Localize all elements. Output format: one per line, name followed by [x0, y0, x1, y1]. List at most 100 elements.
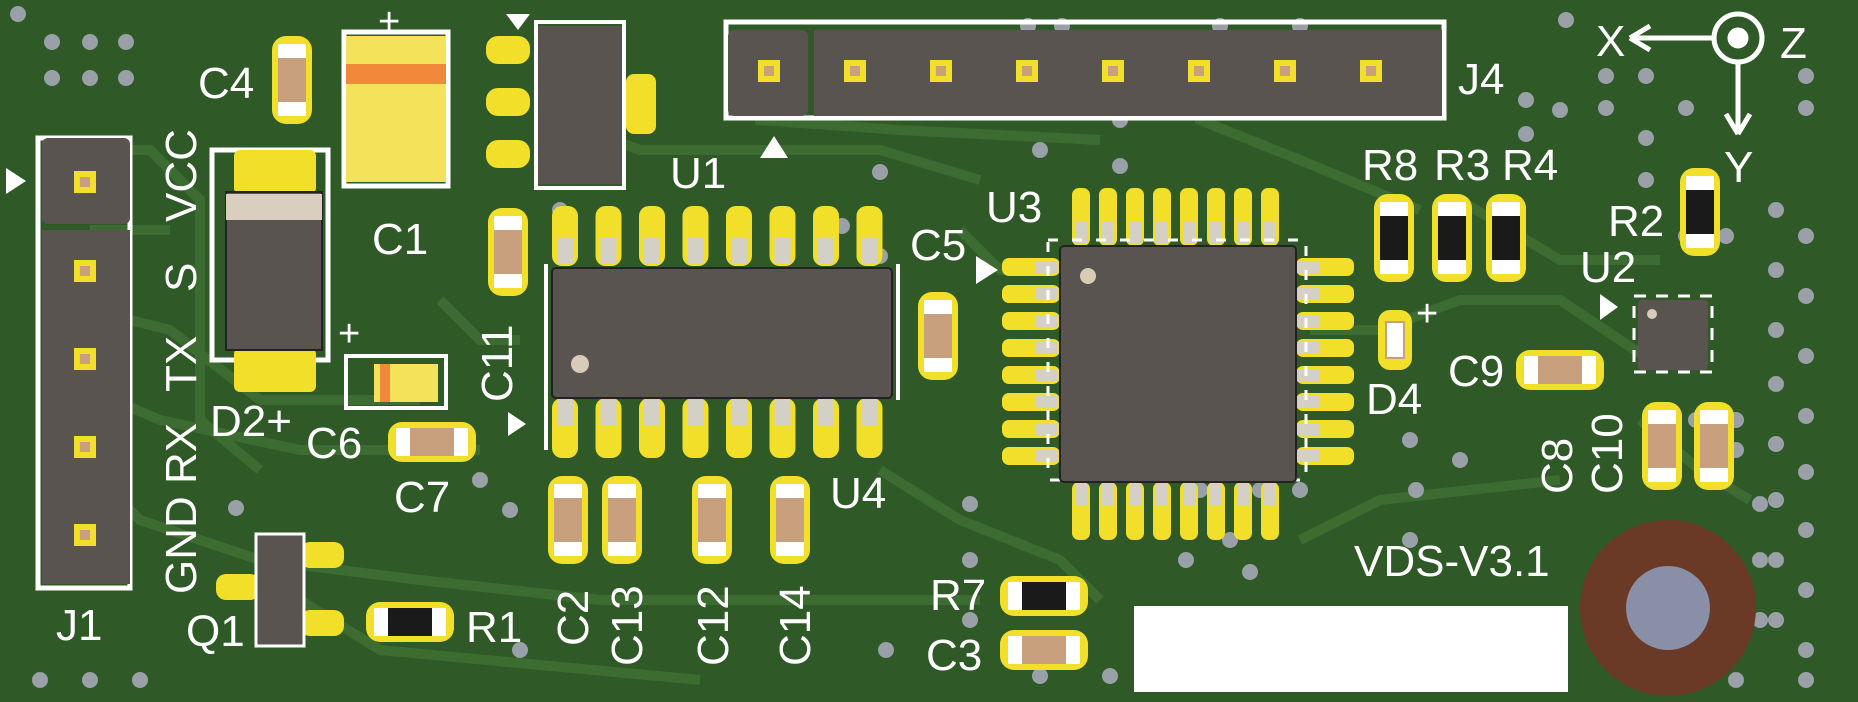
- via: [1292, 482, 1308, 498]
- via: [132, 672, 148, 688]
- via: [1798, 228, 1814, 244]
- ref-r7: R7: [930, 571, 986, 620]
- resistor-r7: [1000, 576, 1088, 616]
- via: [1798, 348, 1814, 364]
- capacitor-c3: [1000, 630, 1088, 670]
- via: [1112, 158, 1128, 174]
- plus-c1: +: [378, 1, 400, 43]
- via: [1598, 100, 1614, 116]
- pin1-marker-j1: [6, 168, 26, 194]
- via: [1728, 672, 1744, 688]
- via: [1408, 482, 1424, 498]
- ref-c7: C7: [394, 473, 450, 522]
- via: [228, 500, 244, 516]
- ref-d4: D4: [1366, 375, 1422, 424]
- via: [1402, 432, 1418, 448]
- via: [82, 34, 98, 50]
- via: [1798, 68, 1814, 84]
- via: [1402, 532, 1418, 548]
- via: [1518, 92, 1534, 108]
- via: [82, 672, 98, 688]
- via: [962, 552, 978, 568]
- ref-c5: C5: [910, 221, 966, 270]
- axis-z-label: Z: [1780, 19, 1807, 68]
- via: [1178, 552, 1194, 568]
- ref-c6: C6: [306, 419, 362, 468]
- ref-j4: J4: [1458, 55, 1504, 104]
- label-area: [1134, 606, 1568, 692]
- pin-label-s: S: [157, 263, 206, 292]
- ref-r8: R8: [1362, 141, 1418, 190]
- transistor-q1: [216, 532, 344, 648]
- via: [1558, 12, 1574, 28]
- pin1-marker-u2: [1600, 294, 1618, 320]
- via: [472, 472, 488, 488]
- ref-c14: C14: [771, 585, 820, 666]
- pin1-marker-u3: [976, 256, 998, 284]
- axis-x-label: X: [1596, 17, 1625, 66]
- via: [1768, 612, 1784, 628]
- pin-label-gnd: GND: [157, 496, 206, 594]
- diode-d2: [209, 147, 331, 392]
- via: [1768, 492, 1784, 508]
- ref-c3: C3: [926, 631, 982, 680]
- axis-indicator: [1628, 11, 1765, 136]
- ref-u1: U1: [670, 149, 726, 198]
- diode-d4: [1378, 310, 1412, 370]
- via: [1552, 102, 1568, 118]
- capacitor-c13: [602, 476, 642, 564]
- via: [502, 502, 518, 518]
- via: [1718, 228, 1734, 244]
- capacitor-c9: [1516, 350, 1604, 390]
- via: [1798, 672, 1814, 688]
- capacitor-c6: [344, 354, 448, 410]
- ref-r4: R4: [1502, 141, 1558, 190]
- ref-c9: C9: [1448, 347, 1504, 396]
- regulator-u1: [486, 14, 656, 190]
- ref-c2: C2: [549, 590, 598, 646]
- capacitor-c10: [1694, 402, 1734, 490]
- via: [1102, 668, 1118, 684]
- plus-d4: +: [1416, 293, 1438, 335]
- ref-u2: U2: [1580, 243, 1636, 292]
- pin-label-tx: TX: [157, 336, 206, 392]
- capacitor-c2: [548, 476, 588, 564]
- silkscreen-labels: X Z Y VCC S TX RX GND J1 C4 C1 D2+ C6 C7…: [56, 1, 1807, 680]
- via: [44, 70, 60, 86]
- via: [1798, 582, 1814, 598]
- via: [44, 34, 60, 50]
- pin1-marker-u4: [508, 412, 526, 436]
- ref-r2: R2: [1608, 197, 1664, 246]
- via: [1768, 262, 1784, 278]
- ref-j1: J1: [56, 601, 102, 650]
- via: [1798, 100, 1814, 116]
- capacitor-c12: [692, 476, 732, 564]
- via: [32, 672, 48, 688]
- ref-c10: C10: [1583, 413, 1632, 494]
- via: [1798, 642, 1814, 658]
- capacitor-c8: [1642, 402, 1682, 490]
- ref-c12: C12: [689, 585, 738, 666]
- via: [1752, 552, 1768, 568]
- ref-c13: C13: [603, 585, 652, 666]
- ref-q1: Q1: [186, 607, 245, 656]
- via: [1032, 142, 1048, 158]
- ic-u2: [1600, 294, 1714, 374]
- plus-c6: +: [338, 313, 360, 355]
- passive-components: [272, 36, 1734, 670]
- via: [1032, 668, 1048, 684]
- ic-u3: [976, 188, 1354, 540]
- via: [962, 612, 978, 628]
- capacitor-c1: [341, 29, 451, 189]
- resistor-r2: [1680, 168, 1720, 256]
- via: [1752, 612, 1768, 628]
- via: [1768, 202, 1784, 218]
- via: [1768, 376, 1784, 392]
- via: [1242, 564, 1258, 580]
- mounting-hole: [1580, 520, 1756, 696]
- via: [962, 496, 978, 512]
- header-j4: [723, 19, 1447, 158]
- ref-c4: C4: [198, 59, 254, 108]
- via: [1798, 288, 1814, 304]
